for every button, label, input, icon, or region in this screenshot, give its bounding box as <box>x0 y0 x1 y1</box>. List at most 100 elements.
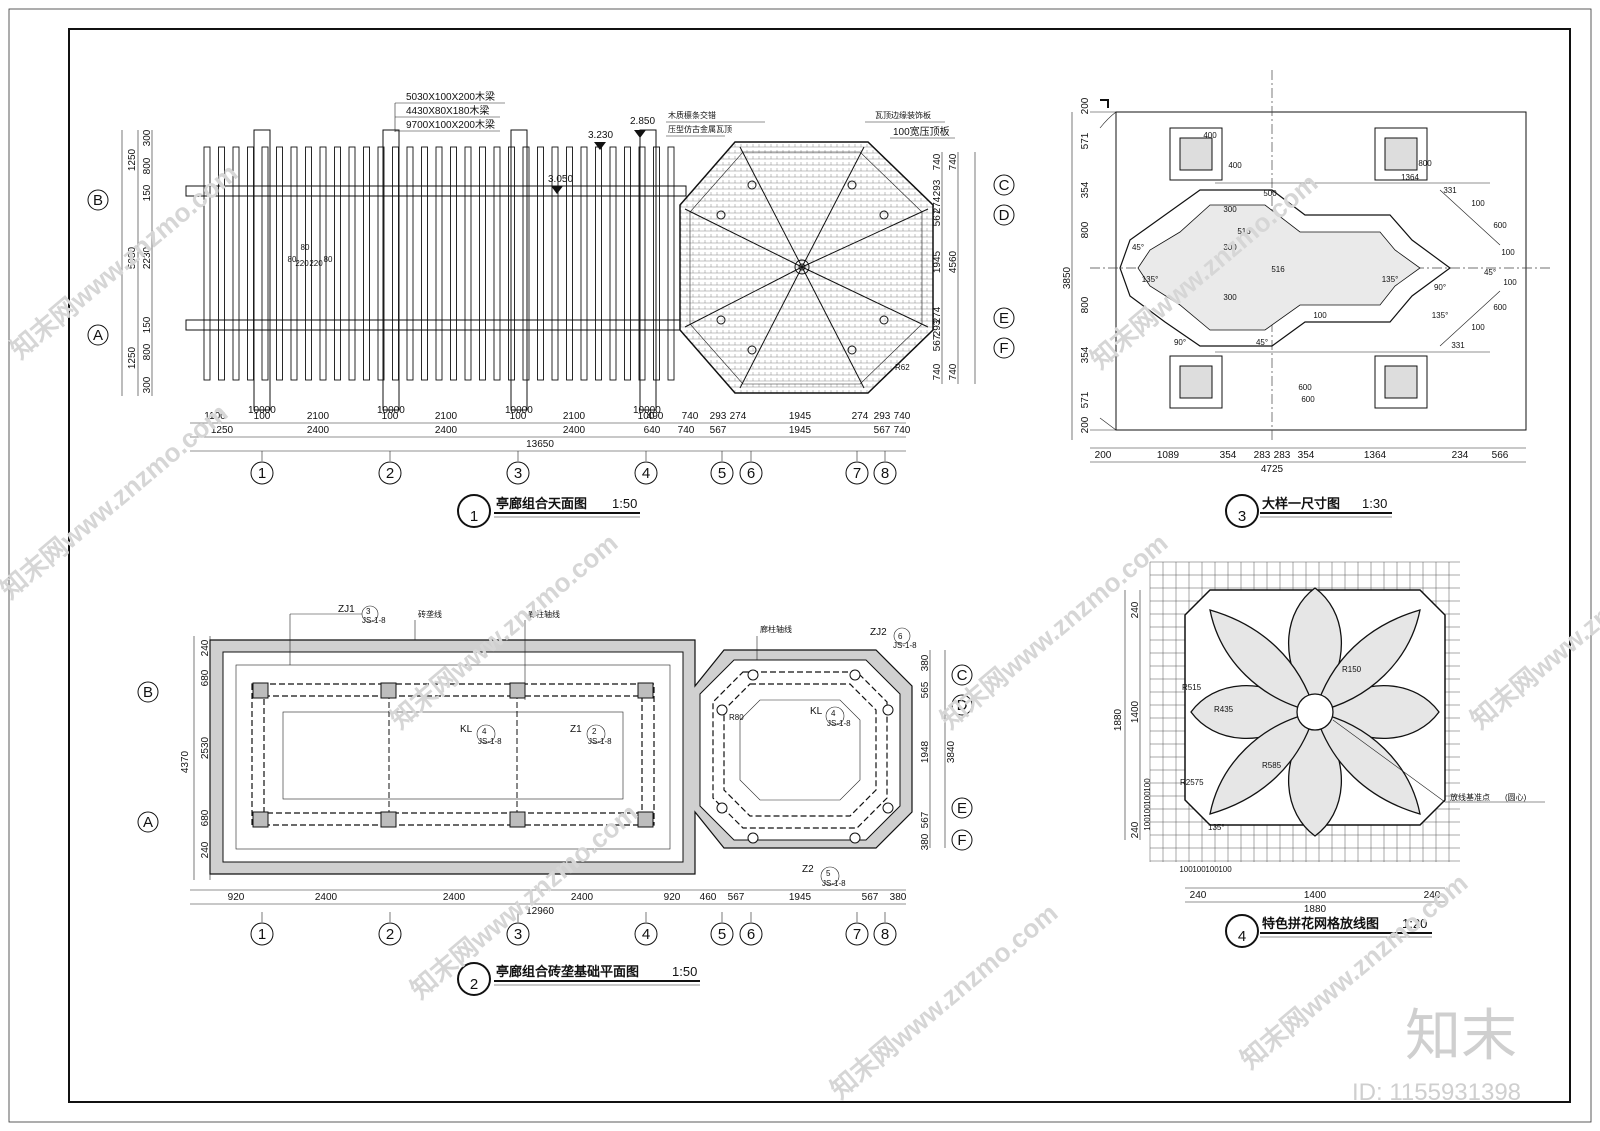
rafter <box>450 146 457 381</box>
axis-bubble-3 <box>506 461 530 485</box>
brand-logo: 知末 <box>1405 1004 1517 1067</box>
view-1-roof-plan: 5030X100X200木梁 4430X80X180木梁 9700X100X20… <box>87 90 1015 528</box>
dim-b-7: 1945 <box>789 425 812 436</box>
dim-right-1: 293 <box>932 179 943 196</box>
v3-dim-left-5: 354 <box>1080 346 1091 363</box>
v4-small-l-1: 100 <box>1143 791 1152 805</box>
v4-dim-b-1: 1400 <box>1304 890 1327 901</box>
dim-detail-0: 80 <box>288 255 297 264</box>
dim-b-9: 740 <box>894 425 911 436</box>
label-zj1: ZJ1 <box>338 604 355 615</box>
axis-label-2: 2 <box>386 465 394 482</box>
dim-a-6: 2100 <box>563 411 586 422</box>
v2-dim-right-1: 565 <box>920 681 931 698</box>
rafter <box>305 146 312 381</box>
view-2-foundation-plan: ZJ1 3 JS-1-8 ZJ2 6 JS-1-8 KL 4 JS-1-8 Z1… <box>137 604 973 996</box>
v2-dim-b-3: 2400 <box>571 892 594 903</box>
radius-3: R435 <box>1214 705 1234 714</box>
rafter <box>421 146 428 381</box>
label-z1: Z1 <box>570 724 582 735</box>
v3-dim-b-6: 1364 <box>1364 450 1387 461</box>
axis-label-C: C <box>957 667 968 684</box>
v2-dim-b-7: 1945 <box>789 892 812 903</box>
axis-label-1: 1 <box>258 465 266 482</box>
roof-note-4: 100宽压顶板 <box>893 125 950 138</box>
v4-small-b-2: 100 <box>1205 865 1219 874</box>
v2-dim-b-4: 920 <box>664 892 681 903</box>
axis-bubble-1 <box>250 922 274 946</box>
axis-bubble-5 <box>710 922 734 946</box>
dim-a-3: 100 <box>382 411 399 422</box>
v4-small-l-0: 100 <box>1143 778 1152 792</box>
col-label-1: 10000 <box>248 405 276 416</box>
v3-dim-in-14: 516 <box>1271 265 1285 274</box>
v3-dim-in-18: 300 <box>1223 205 1237 214</box>
rafter <box>435 146 443 381</box>
v3-dim-in-2: 500 <box>1263 189 1277 198</box>
v2-dim-b-9: 380 <box>890 892 907 903</box>
dim-left-4: 150 <box>142 316 153 333</box>
axis-bubble-A <box>137 811 159 833</box>
ref-z1: JS-1-8 <box>588 737 612 746</box>
rafter <box>276 146 283 381</box>
v3-dim-b-4: 283 <box>1274 450 1291 461</box>
v3-dim-left-7: 200 <box>1080 416 1091 433</box>
view-3-scale: 1:30 <box>1362 496 1387 511</box>
rafter <box>493 146 501 381</box>
v3-dim-b-1: 1089 <box>1157 450 1180 461</box>
axis-bubble-2 <box>378 461 402 485</box>
ref-kl-1: JS-1-8 <box>478 737 502 746</box>
v3-dim-in-10: 100 <box>1471 323 1485 332</box>
v4-dim-left-1: 1400 <box>1130 700 1141 723</box>
v3-dim-left-3: 800 <box>1080 221 1091 238</box>
v4-dim-b-0: 240 <box>1190 890 1207 901</box>
rafter <box>290 146 298 381</box>
v3-dim-in-8: 100 <box>1503 278 1517 287</box>
outer-border <box>8 8 1592 1123</box>
column-pair-3 <box>510 129 528 411</box>
dim-right-outer-2: 740 <box>948 363 959 380</box>
mark-5: 5 <box>826 869 831 878</box>
axis-label-D: D <box>999 207 1010 224</box>
v3-angle-7: 45° <box>1484 268 1496 277</box>
dim-a-14: 293 <box>874 411 891 422</box>
axis-bubble-F <box>951 829 973 851</box>
ref-kl-2: JS-1-8 <box>827 719 851 728</box>
rafter <box>261 146 269 381</box>
view-2-title: 亭廊组合砖垄基础平面图 <box>496 964 639 979</box>
v3-dim-b-2: 354 <box>1220 450 1237 461</box>
dim-left-outer-1: 5030 <box>127 246 138 269</box>
axis-bubble-6 <box>739 461 763 485</box>
v3-angle-3: 45° <box>1256 338 1268 347</box>
radius-5: R2575 <box>1180 778 1204 787</box>
v2-dim-b-1: 2400 <box>315 892 338 903</box>
dim-right-7: 567 <box>932 334 943 351</box>
label-kl-2: KL <box>810 706 823 717</box>
axis-bubble-8 <box>873 922 897 946</box>
radius-2: R150 <box>1342 665 1362 674</box>
note-brick-line: 砖垄线 <box>418 609 442 619</box>
dim-a-13: 274 <box>852 411 869 422</box>
col-label-4: 10000 <box>633 405 661 416</box>
dim-right-8: 740 <box>932 363 943 380</box>
v3-dim-left-1: 571 <box>1080 132 1091 149</box>
mark-3: 3 <box>366 607 371 616</box>
axis-label-4: 4 <box>642 465 650 482</box>
v4-dim-left-0: 240 <box>1130 601 1141 618</box>
level-mark-1 <box>634 130 646 138</box>
axis-bubble-C <box>993 174 1015 196</box>
axis-label-F: F <box>999 340 1008 357</box>
beam-b <box>185 185 687 197</box>
view-4-pattern-grid: R515 R150 R435 R585 R2575 135° 放线基准点 (圆心… <box>1113 561 1545 948</box>
view-3-num: 3 <box>1238 508 1246 525</box>
dim-right-0: 740 <box>932 153 943 170</box>
axis-bubble-8 <box>873 461 897 485</box>
axis-bubble-C <box>951 664 973 686</box>
dim-a-11: 274 <box>730 411 747 422</box>
v2-dim-left-1: 680 <box>200 669 211 686</box>
dim-right-6: 293 <box>932 319 943 336</box>
axis-bubble-7 <box>845 922 869 946</box>
radius-1: R515 <box>1182 683 1202 692</box>
axis-label-4: 4 <box>642 926 650 943</box>
